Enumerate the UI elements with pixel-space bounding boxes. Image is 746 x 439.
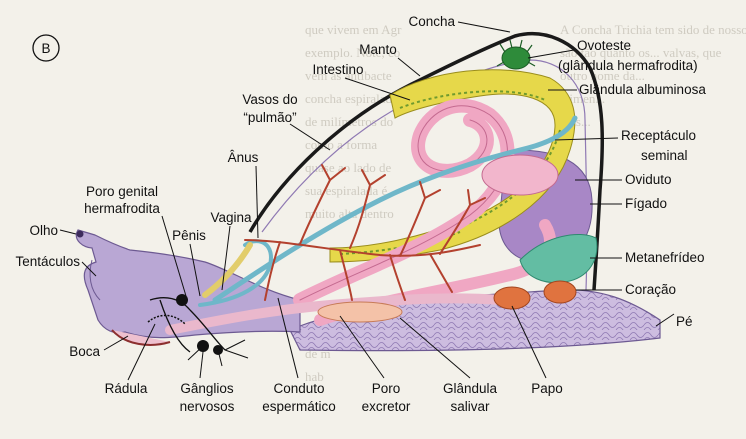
label-poro-genital-line2: hermafrodita	[84, 201, 160, 216]
label-ganglios-line1: Gânglios	[180, 381, 234, 396]
label-poro-genital-line1: Poro genital	[86, 184, 158, 199]
heart	[544, 281, 576, 303]
label-ovoteste-line2: (glândula hermafrodita)	[558, 58, 698, 73]
label-ovoteste-line1: Ovoteste	[577, 38, 631, 53]
pointer-boca	[104, 336, 128, 350]
label-pe: Pé	[676, 314, 693, 329]
panel-badge: B	[33, 35, 59, 61]
bg-top-line: A Concha Trichia tem sido de nosso molu-	[560, 22, 746, 37]
label-intestino: Intestino	[312, 62, 363, 77]
label-radula: Rádula	[105, 381, 148, 396]
label-ganglios-line2: nervosos	[180, 399, 235, 414]
label-vagina: Vagina	[210, 210, 252, 225]
label-coracao: Coração	[625, 282, 676, 297]
label-olho: Olho	[29, 223, 58, 238]
label-glandula-salivar-line1: Glândula	[443, 381, 498, 396]
label-anus: Ânus	[228, 150, 259, 165]
label-oviduto: Oviduto	[625, 172, 672, 187]
label-boca: Boca	[69, 344, 100, 359]
pointer-olho	[60, 230, 76, 234]
seminal-receptacle	[482, 155, 558, 195]
pointer-anus	[256, 166, 258, 238]
label-receptaculo-line1: Receptáculo	[621, 128, 696, 143]
pointer-ganglios	[200, 352, 203, 378]
label-poro-excretor-line1: Poro	[372, 381, 401, 396]
label-glandula-albuminosa: Glândula albuminosa	[579, 82, 706, 97]
label-glandula-salivar-line2: salivar	[450, 399, 490, 414]
label-vasos-line1: Vasos do	[242, 92, 297, 107]
bg-left-line: sua espiralada é	[305, 183, 388, 198]
label-conduto-line1: Conduto	[273, 381, 324, 396]
pointer-manto	[398, 58, 420, 76]
panel-letter: B	[41, 41, 50, 56]
crop	[494, 287, 530, 309]
bg-left-line: que vivem em Agr	[305, 22, 402, 37]
label-papo: Papo	[531, 381, 563, 396]
label-conduto-line2: espermático	[262, 399, 336, 414]
label-tentaculos: Tentáculos	[15, 254, 80, 269]
pointer-concha	[458, 22, 510, 32]
label-concha: Concha	[408, 14, 455, 29]
label-poro-excretor-line2: excretor	[362, 399, 411, 414]
label-manto: Manto	[359, 42, 397, 57]
eye	[77, 231, 84, 238]
label-metanefrideo: Metanefrídeo	[625, 250, 705, 265]
label-penis: Pênis	[172, 228, 206, 243]
label-figado: Fígado	[625, 196, 667, 211]
salivary-gland	[318, 302, 402, 322]
label-vasos-line2: “pulmão”	[243, 110, 296, 125]
label-receptaculo-line2: seminal	[641, 148, 688, 163]
